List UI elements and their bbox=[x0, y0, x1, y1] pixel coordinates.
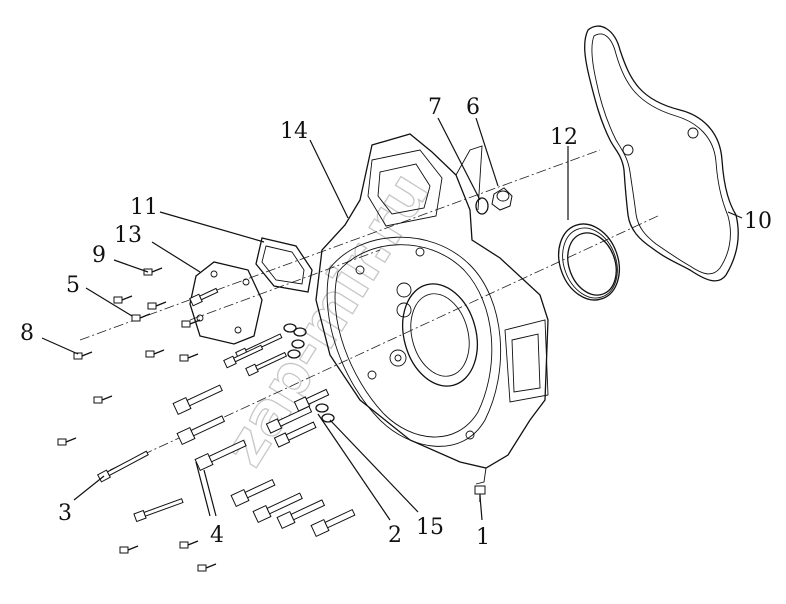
cover-plate-hole bbox=[242, 278, 250, 286]
callout-3: 3 bbox=[58, 501, 72, 526]
callout-12: 12 bbox=[550, 125, 578, 150]
small-screw bbox=[73, 351, 93, 360]
small-screw bbox=[119, 545, 139, 554]
callout-5: 5 bbox=[66, 273, 80, 298]
cover-plate-hole bbox=[234, 326, 242, 334]
washers-part-15 bbox=[283, 323, 335, 423]
cover-plate-hole bbox=[196, 314, 204, 322]
small-screw bbox=[181, 319, 201, 328]
small-screw bbox=[93, 395, 113, 404]
leader-lines bbox=[41, 117, 743, 521]
callout-4: 4 bbox=[210, 523, 224, 548]
o-ring-part-7 bbox=[475, 197, 489, 215]
callout-15: 15 bbox=[416, 515, 444, 540]
callout-1: 1 bbox=[476, 525, 490, 550]
flywheel-housing-part-14 bbox=[315, 133, 549, 485]
gasket-hole bbox=[622, 144, 634, 156]
watermark: zap-mir.ru bbox=[209, 161, 442, 478]
small-screw bbox=[113, 295, 133, 304]
cover-gasket-part-11 bbox=[255, 237, 313, 293]
small-screw bbox=[57, 437, 77, 446]
small-screw bbox=[197, 563, 217, 572]
cover-plate-hole bbox=[210, 270, 218, 278]
callouts: 1 2 3 4 5 6 7 8 9 10 11 12 13 14 15 bbox=[20, 95, 772, 550]
cover-plate-part-13 bbox=[189, 261, 263, 345]
seal-ring-part-12 bbox=[558, 223, 620, 301]
small-screw bbox=[131, 313, 151, 322]
small-screw bbox=[179, 353, 199, 362]
callout-11: 11 bbox=[130, 195, 158, 220]
callout-7: 7 bbox=[428, 95, 442, 120]
small-screw bbox=[179, 540, 199, 549]
gasket-hole bbox=[687, 127, 699, 139]
callout-10: 10 bbox=[744, 209, 772, 234]
plug-part-6 bbox=[491, 187, 513, 211]
callout-6: 6 bbox=[466, 95, 480, 120]
callout-2: 2 bbox=[388, 523, 402, 548]
callout-8: 8 bbox=[20, 321, 34, 346]
gasket-part-10 bbox=[584, 25, 739, 282]
callout-14: 14 bbox=[280, 119, 308, 144]
callout-13: 13 bbox=[114, 223, 142, 248]
callout-9: 9 bbox=[92, 243, 106, 268]
long-bolts bbox=[97, 287, 356, 538]
small-screw bbox=[145, 349, 165, 358]
small-screw bbox=[147, 301, 167, 310]
gasket-part-10-inner bbox=[591, 33, 731, 275]
